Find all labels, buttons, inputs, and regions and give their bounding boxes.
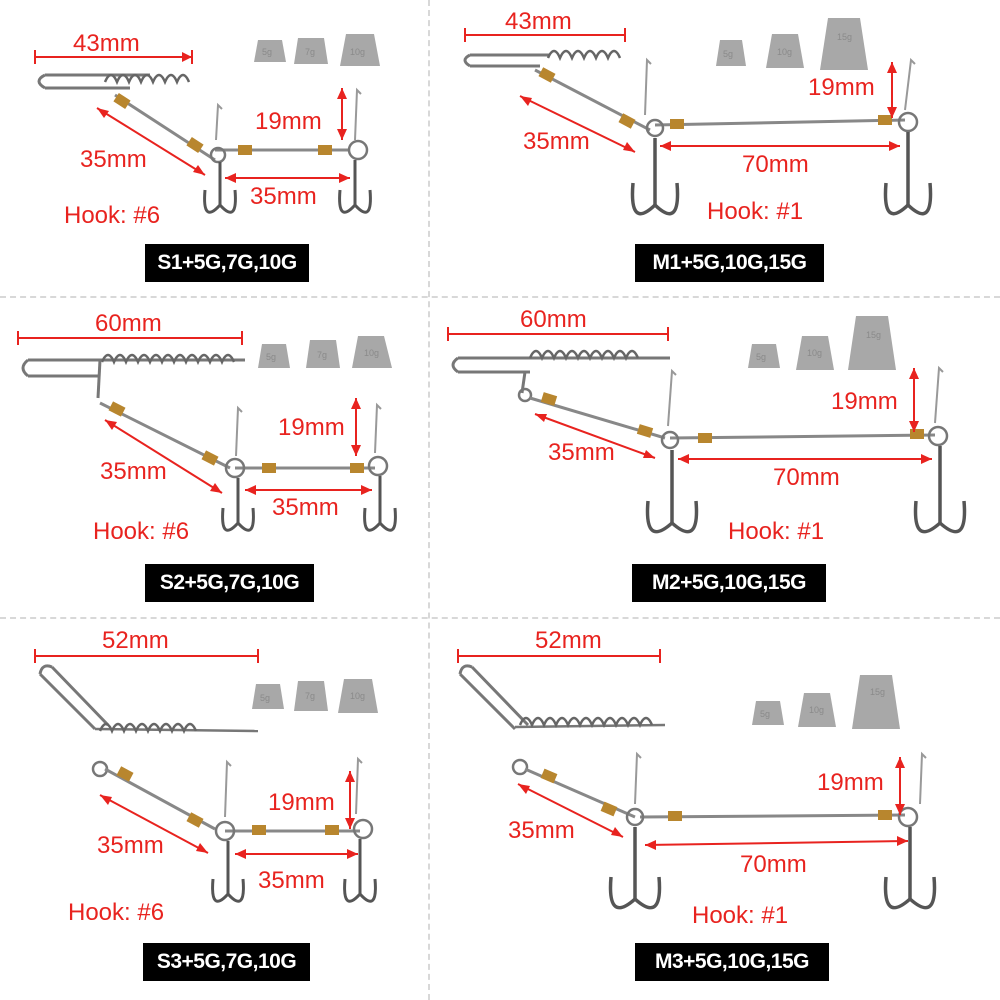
sinker-label: 5g <box>260 693 270 703</box>
arm-length-dimension: 35mm <box>80 146 147 173</box>
link-length-dimension: 35mm <box>272 494 339 521</box>
clip-length-dimension: 60mm <box>95 310 162 337</box>
hook-drop-dimension: 19mm <box>268 789 335 816</box>
clip-length-dimension: 43mm <box>73 30 140 57</box>
model-label: M2+5G,10G,15G <box>632 564 826 602</box>
sinker-label: 5g <box>756 352 766 362</box>
clip-length-dimension: 52mm <box>535 627 602 654</box>
rig-panel-m1: 5g 10g 15g 43mm 35mm 70mm 19mm Hook: #1 … <box>430 0 1000 296</box>
link-length-dimension: 70mm <box>740 851 807 878</box>
sinker-label: 5g <box>262 47 272 57</box>
grid-divider-vertical <box>428 0 430 1000</box>
sinker-label: 10g <box>350 691 365 701</box>
sinker-label: 7g <box>317 350 327 360</box>
hook-drop-dimension: 19mm <box>817 769 884 796</box>
rig-panel-s1: 5g 7g 10g 43mm 35mm 35mm 19mm Hook: #6 S… <box>0 0 428 296</box>
sinker-label: 7g <box>305 47 315 57</box>
rig-panel-m2: 5g 10g 15g 60mm 35mm 70mm 19mm Hook: #1 … <box>430 298 1000 617</box>
arm-length-dimension: 35mm <box>523 128 590 155</box>
rig-panel-m3: 5g 10g 15g 52mm 35mm 70mm 19mm Hook: #1 … <box>430 619 1000 1000</box>
rig-illustration: 5g 10g 15g <box>463 18 933 216</box>
model-label: S3+5G,7G,10G <box>143 943 310 981</box>
model-label: S2+5G,7G,10G <box>145 564 314 602</box>
sinker-label: 10g <box>809 705 824 715</box>
rig-illustration: 5g 10g 15g <box>457 649 937 910</box>
link-length-dimension: 35mm <box>258 867 325 894</box>
sinker-label: 10g <box>350 47 365 57</box>
hook-size-label: Hook: #1 <box>728 518 825 545</box>
grid-divider-horizontal-bottom <box>0 617 1000 619</box>
rig-illustration: 5g 7g 10g <box>34 649 378 903</box>
rig-illustration: 5g 10g 15g <box>447 316 967 534</box>
rig-illustration: 5g 7g 10g <box>17 331 397 532</box>
link-length-dimension: 70mm <box>773 464 840 491</box>
sinker-label: 10g <box>807 348 822 358</box>
hook-drop-dimension: 19mm <box>808 74 875 101</box>
link-length-dimension: 35mm <box>250 183 317 210</box>
hook-size-label: Hook: #6 <box>68 899 165 926</box>
sinker-label: 7g <box>305 691 315 701</box>
arm-length-dimension: 35mm <box>548 439 615 466</box>
hook-drop-dimension: 19mm <box>831 388 898 415</box>
arm-length-dimension: 35mm <box>508 817 575 844</box>
sinker-label: 10g <box>777 47 792 57</box>
arm-length-dimension: 35mm <box>97 832 164 859</box>
link-length-dimension: 70mm <box>742 151 809 178</box>
hook-drop-dimension: 19mm <box>278 414 345 441</box>
model-label: S1+5G,7G,10G <box>145 244 309 282</box>
sinker-label: 15g <box>870 687 885 697</box>
sinker-label: 10g <box>364 348 379 358</box>
clip-length-dimension: 60mm <box>520 306 587 333</box>
rig-panel-s2: 5g 7g 10g 60mm 35mm 35mm 19mm Hook: #6 S… <box>0 298 428 617</box>
hook-size-label: Hook: #1 <box>707 198 804 225</box>
hook-size-label: Hook: #6 <box>64 202 161 229</box>
rig-illustration: 5g 7g 10g <box>34 34 380 214</box>
model-label: M1+5G,10G,15G <box>635 244 824 282</box>
arm-length-dimension: 35mm <box>100 458 167 485</box>
sinker-label: 5g <box>723 49 733 59</box>
sinker-label: 15g <box>866 330 881 340</box>
model-label: M3+5G,10G,15G <box>635 943 829 981</box>
sinker-label: 5g <box>760 709 770 719</box>
hook-size-label: Hook: #1 <box>692 902 789 929</box>
clip-length-dimension: 52mm <box>102 627 169 654</box>
clip-length-dimension: 43mm <box>505 8 572 35</box>
rig-panel-s3: 5g 7g 10g 52mm 35mm 35mm 19mm Hook: #6 S… <box>0 619 428 1000</box>
sinker-label: 5g <box>266 352 276 362</box>
hook-drop-dimension: 19mm <box>255 108 322 135</box>
sinker-label: 15g <box>837 32 852 42</box>
grid-divider-horizontal-top <box>0 296 1000 298</box>
hook-size-label: Hook: #6 <box>93 518 190 545</box>
